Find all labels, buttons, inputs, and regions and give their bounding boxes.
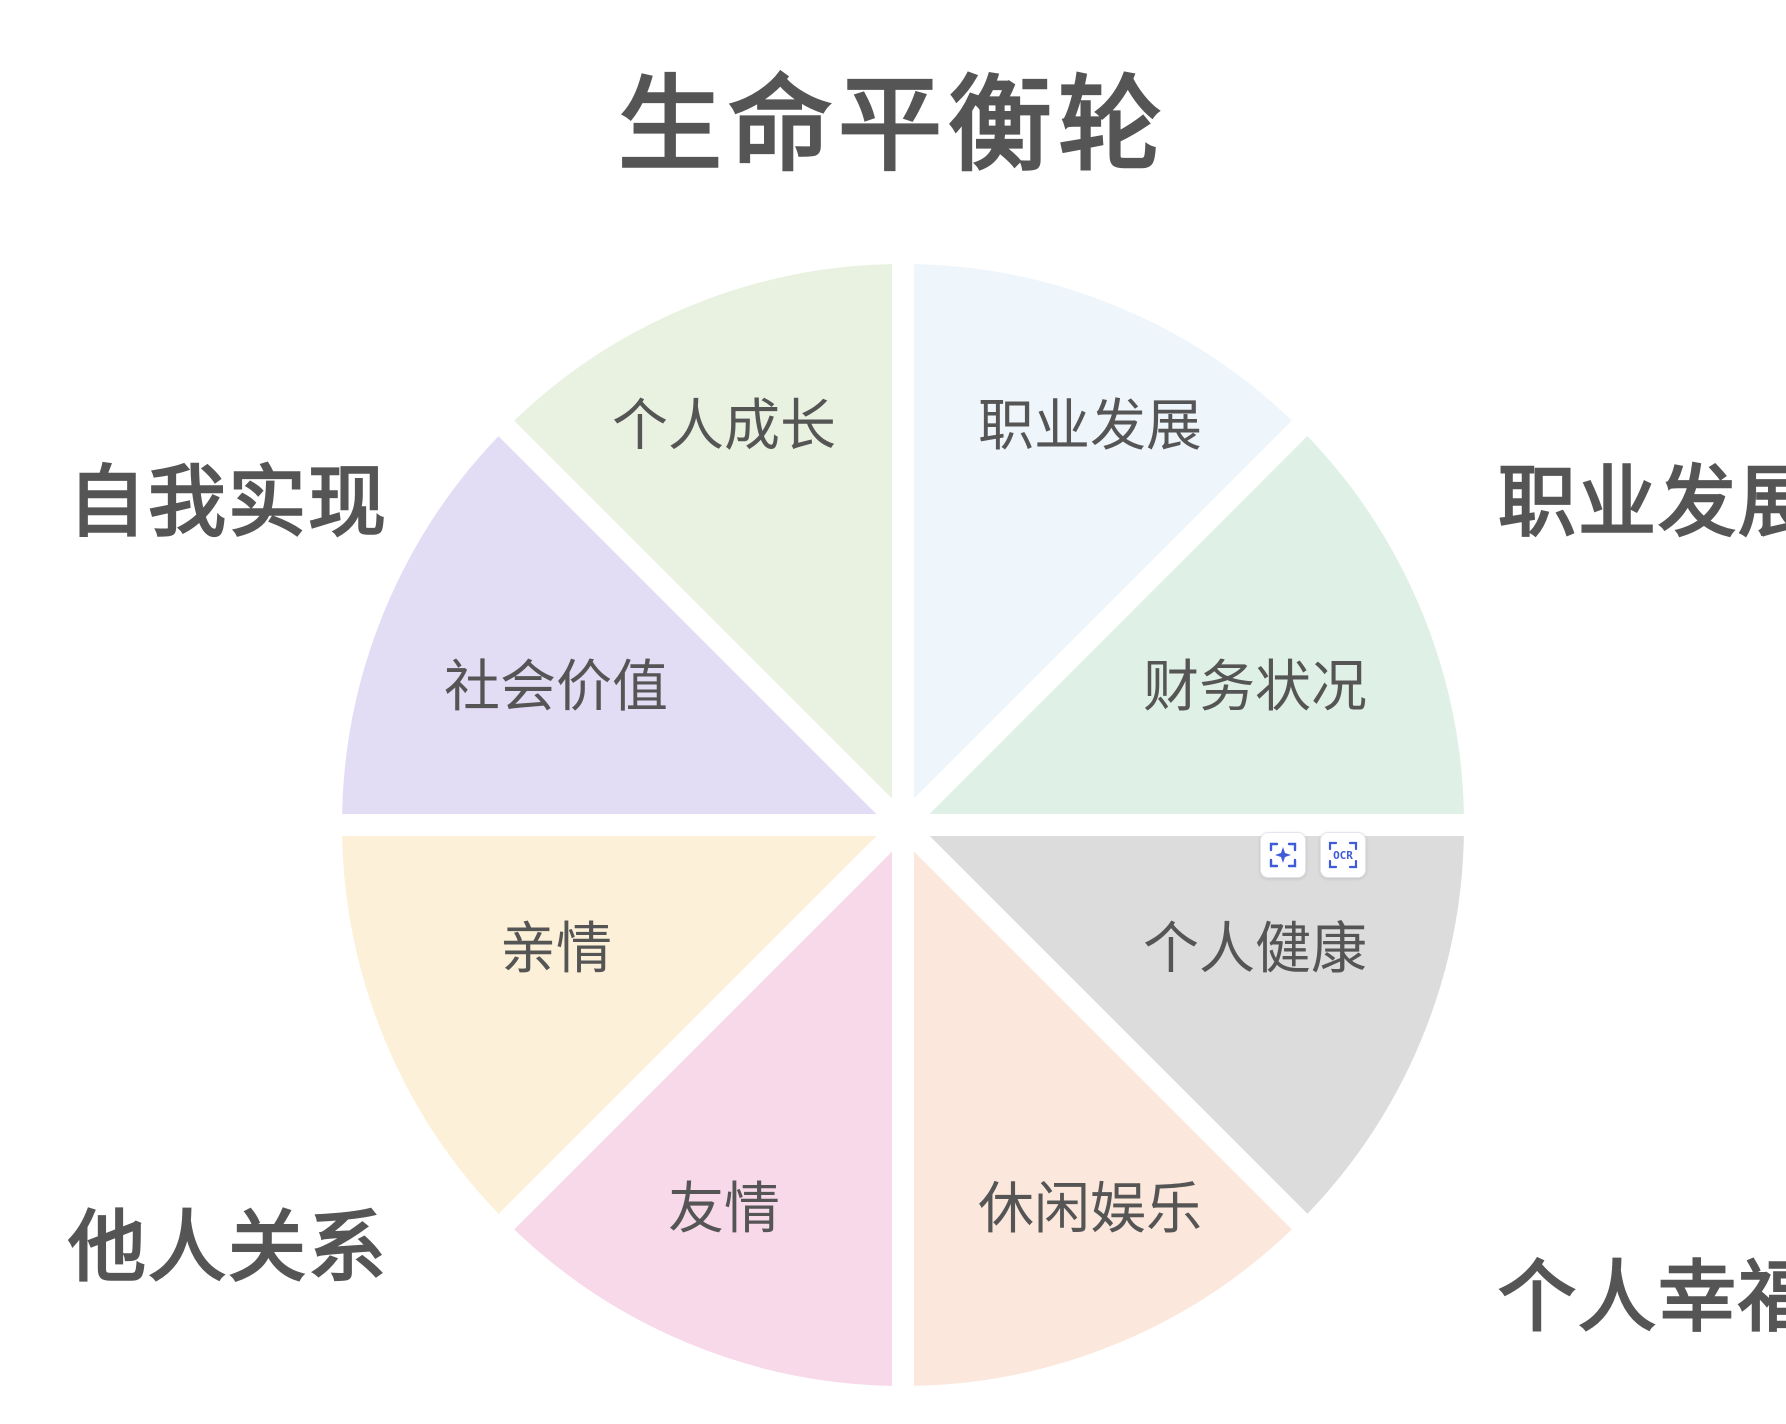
wheel-segment-label-1: 职业发展 [978,394,1202,459]
wheel-segment-2 [892,409,1486,836]
wheel-segment-8 [487,242,914,836]
wheel-segment-label-6: 亲情 [500,917,612,982]
wheel-segment-label-5: 友情 [668,1177,780,1242]
scan-sparkle-icon [1269,842,1297,868]
wheel-segment-1 [892,242,1319,836]
wheel-segment-3 [892,814,1486,1241]
ocr-button[interactable]: OCR [1320,832,1366,878]
wheel-segment-label-3: 个人健康 [1143,917,1367,982]
page-title: 生命平衡轮 [617,64,1168,186]
wheel-segment-label-4: 休闲娱乐 [978,1177,1202,1242]
wheel-segment-label-7: 社会价值 [444,655,668,720]
corner-label-career: 职业发展 [1498,458,1786,548]
wheel-segment-7 [320,409,914,836]
wheel-segment-4 [892,814,1319,1408]
wheel-segment-6 [320,814,914,1241]
corner-label-happiness: 个人幸福 [1498,1253,1786,1343]
ocr-icon-text: OCR [1333,849,1353,862]
ocr-icon: OCR [1328,841,1358,869]
wheel-segment-label-8: 个人成长 [612,394,836,459]
wheel-segment-5 [487,814,914,1408]
corner-label-relationships: 他人关系 [68,1203,389,1293]
wheel-segment-label-2: 财务状况 [1143,655,1367,720]
corner-label-self-realization: 自我实现 [68,458,389,548]
scan-button[interactable] [1260,832,1306,878]
